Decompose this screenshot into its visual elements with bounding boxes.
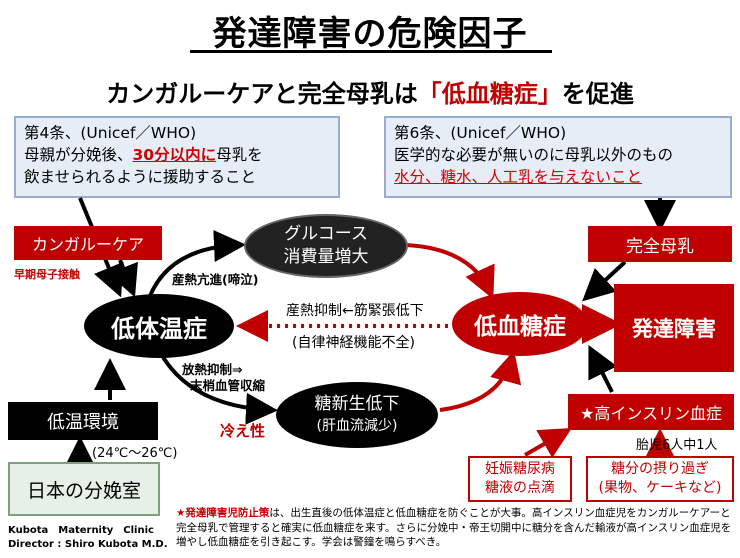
left-note-heading: 第4条、(Unicef／WHO) [24, 124, 197, 142]
prevention-note: ★発達障害児防止策は、出生直後の低体温症と低血糖症を防ぐことが大事。高インスリン… [176, 507, 732, 548]
low-environment-box: 低温環境 [8, 402, 158, 440]
arrow-glucose-to-hypo [404, 243, 495, 300]
early-contact-label: 早期母子接触 [14, 268, 80, 281]
arrow-lowtemp-to-gluconeo [158, 351, 278, 425]
heat-loss-label-2: 末梢血管収縮 [190, 378, 266, 393]
left-note-line2: 飲ませられるように援助すること [24, 168, 257, 186]
title-underline [190, 50, 552, 53]
delivery-room-box: 日本の分娩室 [8, 462, 160, 516]
arrow-insulin-to-hypo [588, 344, 618, 393]
autonomic-label: (自律神経機能不全) [292, 335, 415, 351]
clinic-credit: Kubota Maternity Clinic Director : Shiro… [8, 525, 168, 550]
subtitle: カンガルーケアと完全母乳は「低血糖症」を促進 [0, 74, 740, 109]
heat-inhibition-label: 産熱抑制←筋緊張低下 [286, 303, 424, 319]
subtitle-suffix: を促進 [561, 80, 634, 108]
left-note-line1: 母親が分娩後、30分以内に母乳を [24, 146, 263, 164]
glucose-consumption-node: グルコース 消費量増大 [244, 214, 408, 278]
sugar-intake-box: 糖分の摂り過ぎ (果物、ケーキなど) [586, 456, 734, 502]
right-note-line1: 医学的な必要が無いのに母乳以外のもの [394, 146, 674, 164]
page-title: 発達障害の危険因子 [212, 14, 528, 54]
heat-production-label: 産熱亢進(啼泣) [172, 272, 259, 287]
room-temperature-label: (24℃～26℃) [92, 446, 178, 461]
cold-sensitivity-label: 冷え性 [220, 422, 266, 440]
hyperinsulinemia-box: ★高インスリン血症 [568, 394, 734, 430]
gluconeogenesis-node: 糖新生低下 (肝血流減少) [276, 382, 438, 448]
incidence-label: 胎児6人中1人 [636, 438, 718, 453]
hypoglycemia-node: 低血糖症 [452, 292, 588, 356]
subtitle-prefix: カンガルーケアと完全母乳は [106, 80, 418, 108]
right-note-heading: 第6条、(Unicef／WHO) [394, 124, 567, 142]
subtitle-highlight: 「低血糖症」 [417, 80, 562, 108]
low-temperature-node: 低体温症 [84, 294, 234, 358]
left-note: 第4条、(Unicef／WHO) 母親が分娩後、30分以内に母乳を 飲ませられる… [14, 116, 340, 198]
developmental-disorder-box: 発達障害 [614, 284, 734, 372]
arrow-lowtemp-to-glucose [148, 230, 246, 297]
right-note: 第6条、(Unicef／WHO) 医学的な必要が無いのに母乳以外のもの 水分、糖… [384, 116, 732, 198]
left-note-highlight: 30分以内に [132, 146, 217, 164]
arrow-gluconeo-to-hypo [439, 350, 522, 412]
breastfeeding-box: 完全母乳 [588, 226, 732, 262]
heat-loss-label-1: 放熱抑制⇒ [182, 362, 243, 377]
gestational-diabetes-box: 妊娠糖尿病 糖液の点滴 [468, 456, 572, 502]
arrow-breast-to-hypo [582, 260, 627, 302]
right-note-line2: 水分、糖水、人工乳を与えないこと [394, 168, 643, 186]
kangaroo-care-box: カンガルーケア [14, 226, 162, 260]
arrow-gestational-to-insulin [524, 428, 572, 458]
arrow-kangaroo-to-lowtemp [108, 259, 138, 298]
